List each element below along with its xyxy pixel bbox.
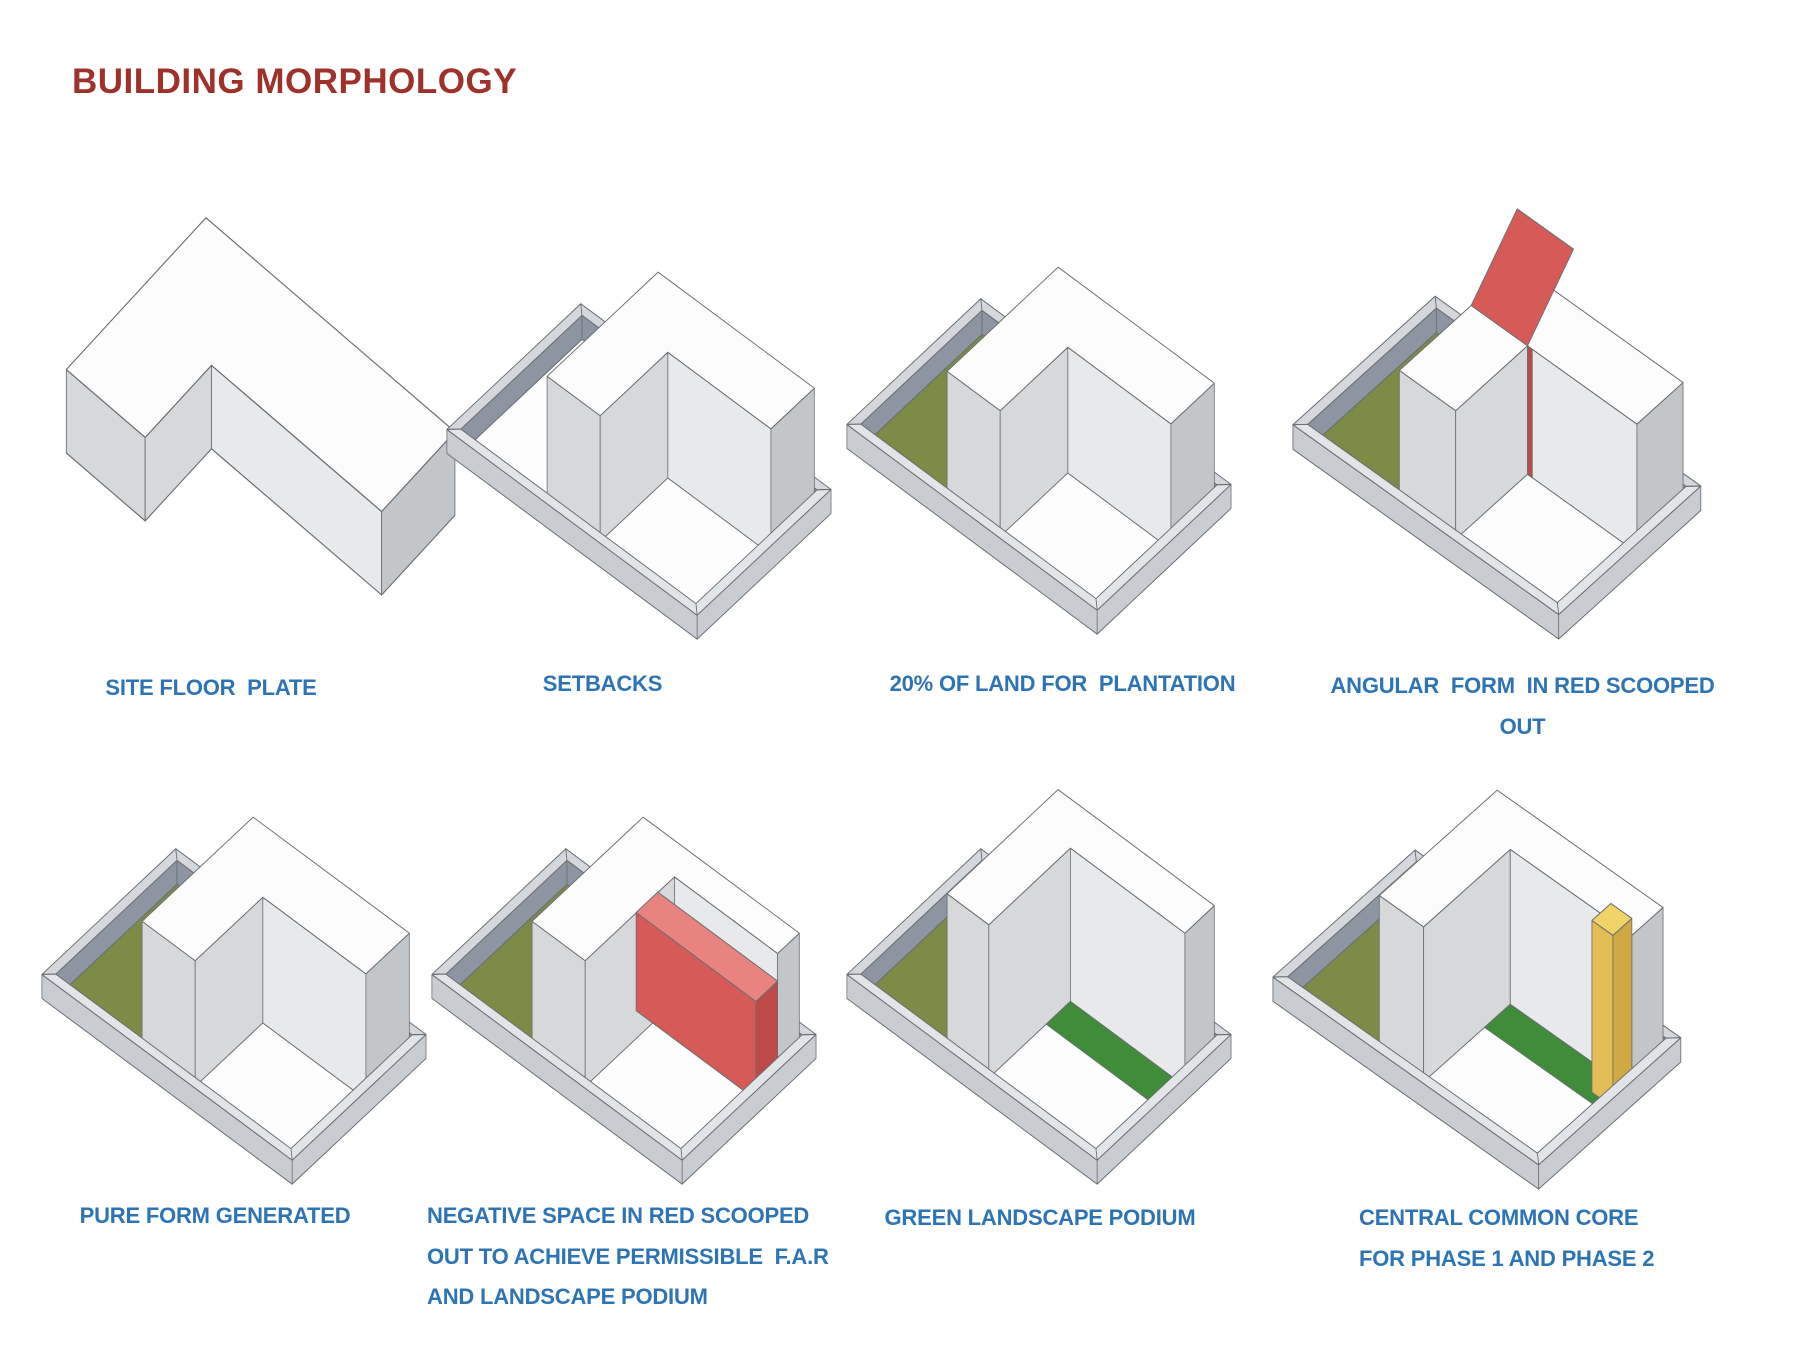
- caption-pure-form: PURE FORM GENERATED: [79, 1203, 351, 1228]
- diagram-plantation: [846, 266, 1232, 635]
- floor-plate-massing: [65, 217, 456, 596]
- caption-plantation: 20% OF LAND FOR PLANTATION: [889, 671, 1236, 696]
- caption-setbacks: SETBACKS: [542, 671, 663, 696]
- caption-angular-form: ANGULAR FORM IN RED SCOOPED OUT: [1330, 673, 1721, 739]
- caption-green-podium: GREEN LANDSCAPE PODIUM: [884, 1205, 1196, 1230]
- diagram-site-floor-plate: [65, 217, 456, 596]
- caption-site-floor-plate: SITE FLOOR PLATE: [105, 675, 317, 700]
- caption-negative-space: NEGATIVE SPACE IN RED SCOOPED OUT TO ACH…: [427, 1203, 829, 1310]
- diagram-green-podium: [846, 789, 1232, 1185]
- diagram-pure-form: [41, 816, 427, 1185]
- page-title: BUILDING MORPHOLOGY: [72, 62, 518, 101]
- diagram-angular-form: [1292, 208, 1702, 640]
- diagram-setbacks: [446, 271, 832, 640]
- diagram-central-core: [1272, 789, 1682, 1190]
- caption-central-core: CENTRAL COMMON CORE FOR PHASE 1 AND PHAS…: [1359, 1205, 1655, 1271]
- diagram-negative-space: [431, 816, 817, 1185]
